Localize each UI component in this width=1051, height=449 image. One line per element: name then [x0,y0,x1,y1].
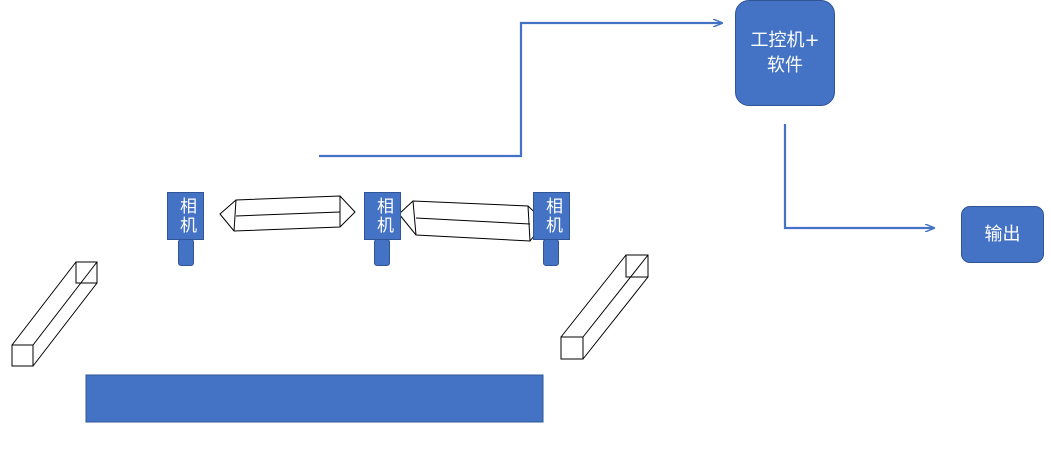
output-label: 输出 [984,224,1021,245]
workpiece-right [560,254,649,360]
camera-1-lens [178,239,194,266]
camera-2: 相机 [364,192,401,240]
signal-line-to-ipc [319,23,722,158]
camera-1-label: 相机 [176,197,196,235]
signal-line-to-output [783,124,934,228]
camera-2-lens [374,239,390,266]
workpiece-prism-2 [398,200,546,242]
workpiece-left [11,261,98,367]
ipc-label-line2: 软件 [767,55,803,76]
conveyor-belt [85,374,544,423]
workpiece-prism-1 [219,195,356,232]
ipc-label-line1: 工控机+ [750,30,820,51]
output-node: 输出 [961,206,1044,263]
camera-3-lens [543,239,559,266]
ipc-node: 工控机+ 软件 [735,0,835,106]
camera-3-label: 相机 [542,197,562,235]
camera-1: 相机 [167,192,204,240]
camera-3: 相机 [533,192,570,240]
camera-2-label: 相机 [373,197,393,235]
